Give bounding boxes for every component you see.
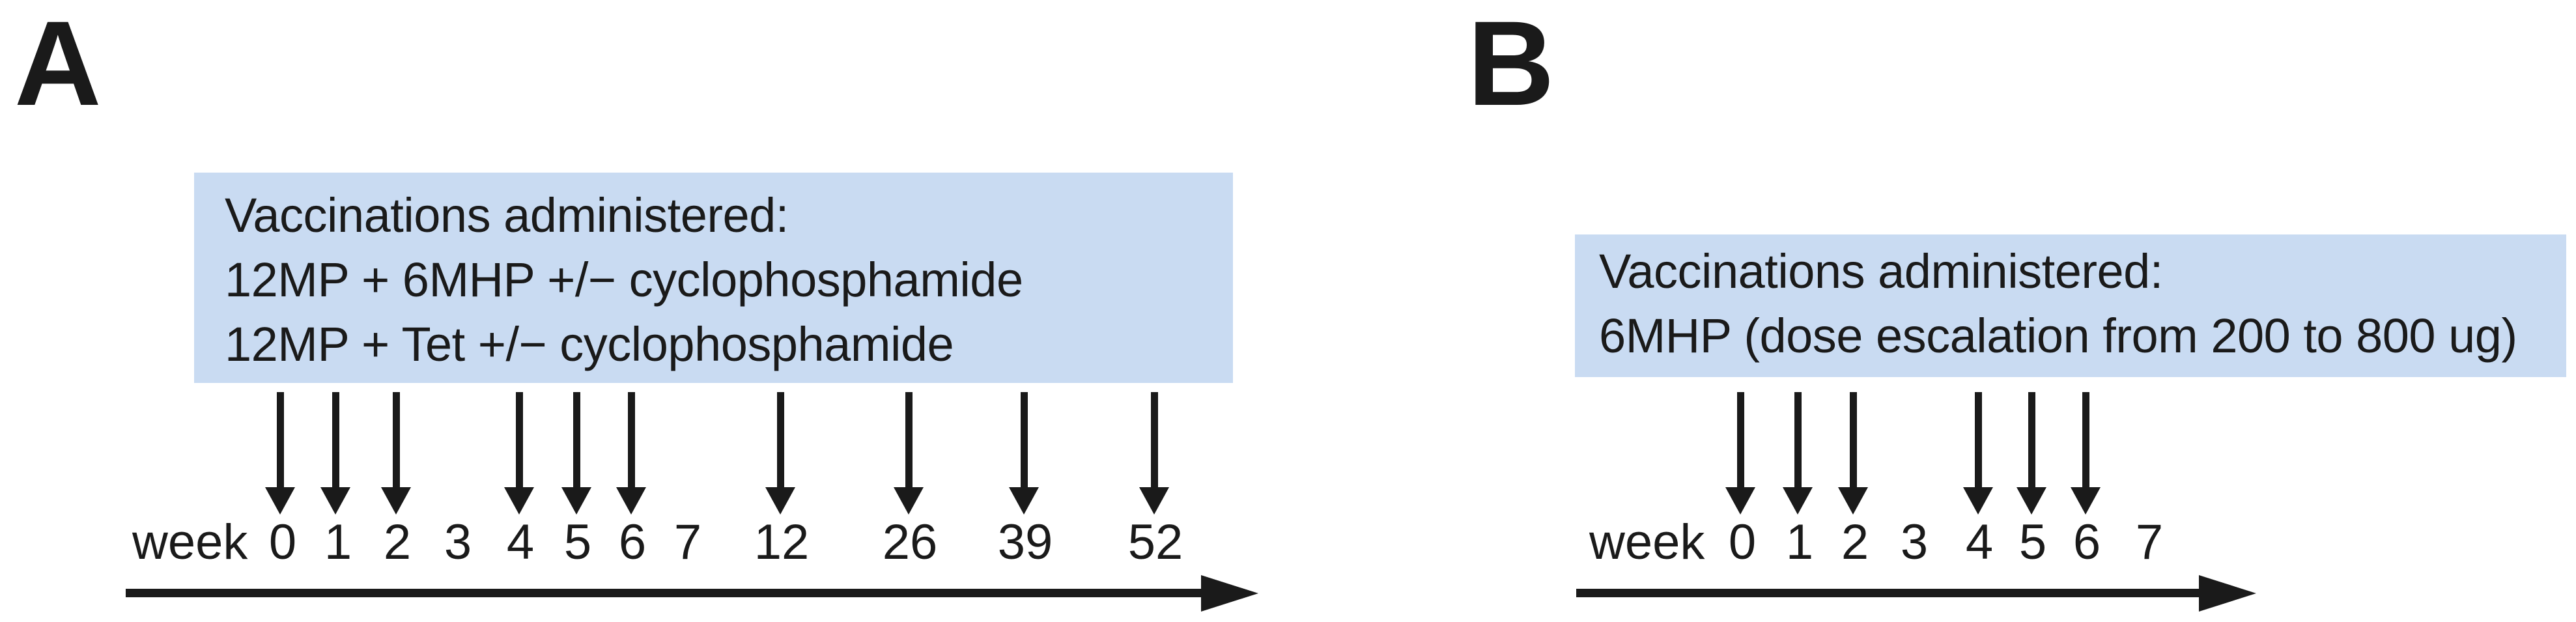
panel-b-box-text: Vaccinations administered: 6MHP (dose es…: [1599, 239, 2517, 368]
panel-a-box-line-1: Vaccinations administered:: [225, 188, 789, 242]
panel-a-week-tick-6: 6: [618, 515, 647, 570]
arrow-stem: [2082, 392, 2089, 488]
panel-a-week-tick-1: 1: [324, 515, 352, 570]
panel-a-box-line-3: 12MP + Tet +/− cyclophosphamide: [225, 317, 954, 371]
panel-a-week-tick-52: 52: [1127, 515, 1183, 570]
arrow-down-icon-week-2: [381, 392, 411, 515]
arrow-head: [320, 487, 350, 515]
arrow-down-icon-b-week-5: [2017, 392, 2046, 515]
panel-b-week-tick-5: 5: [2018, 515, 2047, 570]
panel-a-box-line-2: 12MP + 6MHP +/− cyclophosphamide: [225, 253, 1023, 307]
panel-a-timeline-line: [126, 589, 1202, 597]
arrow-down-icon-week-1: [320, 392, 350, 515]
panel-a-box-text: Vaccinations administered: 12MP + 6MHP +…: [225, 183, 1023, 376]
arrow-head: [561, 487, 591, 515]
panel-a-week-axis-word: week: [132, 515, 248, 570]
panel-a-timeline-arrowhead-icon: [1201, 575, 1258, 612]
arrow-stem: [2028, 392, 2035, 488]
arrow-down-icon-b-week-4: [1963, 392, 1993, 515]
panel-b-week-axis-word: week: [1589, 515, 1705, 570]
panel-b-week-tick-3: 3: [1900, 515, 1929, 570]
panel-a-vaccination-box: Vaccinations administered: 12MP + 6MHP +…: [194, 173, 1233, 383]
arrow-stem: [515, 392, 523, 488]
panel-b-week-tick-6: 6: [2073, 515, 2101, 570]
panel-a-week-tick-5: 5: [563, 515, 592, 570]
arrow-stem: [1736, 392, 1744, 488]
arrow-head: [1009, 487, 1039, 515]
panel-b-week-tick-0: 0: [1728, 515, 1757, 570]
panel-b-vaccination-box: Vaccinations administered: 6MHP (dose es…: [1575, 234, 2566, 377]
arrow-stem: [1849, 392, 1857, 488]
arrow-head: [504, 487, 534, 515]
arrow-stem: [392, 392, 400, 488]
arrow-down-icon-b-week-6: [2071, 392, 2101, 515]
panel-a-week-tick-3: 3: [444, 515, 472, 570]
panel-b-week-tick-2: 2: [1841, 515, 1869, 570]
panel-b-box-line-1: Vaccinations administered:: [1599, 244, 2163, 298]
panel-b-box-line-2: 6MHP (dose escalation from 200 to 800 ug…: [1599, 309, 2517, 363]
arrow-stem: [1794, 392, 1802, 488]
arrow-down-icon-week-4: [504, 392, 534, 515]
arrow-head: [1139, 487, 1169, 515]
panel-a-week-tick-39: 39: [997, 515, 1053, 570]
arrow-stem: [276, 392, 284, 488]
panel-b-timeline-line: [1576, 589, 2200, 597]
arrow-head: [616, 487, 646, 515]
arrow-head: [1838, 487, 1868, 515]
panel-a-week-tick-4: 4: [506, 515, 535, 570]
panel-b-week-tick-1: 1: [1785, 515, 1814, 570]
arrow-head: [1963, 487, 1993, 515]
arrow-stem: [627, 392, 635, 488]
arrow-down-icon-b-week-2: [1838, 392, 1868, 515]
arrow-down-icon-week-0: [265, 392, 295, 515]
arrow-stem: [905, 392, 913, 488]
arrow-down-icon-week-5: [561, 392, 591, 515]
panel-a-week-tick-12: 12: [754, 515, 810, 570]
panel-a-week-tick-2: 2: [383, 515, 412, 570]
arrow-down-icon-week-39: [1009, 392, 1039, 515]
arrow-head: [894, 487, 924, 515]
panel-b-label: B: [1467, 0, 1555, 131]
panel-b-week-tick-4: 4: [1965, 515, 1994, 570]
panel-a-week-tick-7: 7: [673, 515, 702, 570]
arrow-stem: [1974, 392, 1982, 488]
arrow-down-icon-week-6: [616, 392, 646, 515]
arrow-head: [765, 487, 795, 515]
panel-b-week-tick-7: 7: [2135, 515, 2164, 570]
arrow-down-icon-week-26: [894, 392, 924, 515]
arrow-head: [1783, 487, 1813, 515]
arrow-head: [1725, 487, 1755, 515]
arrow-stem: [332, 392, 339, 488]
panel-a-label: A: [14, 0, 102, 131]
panel-a-week-tick-26: 26: [882, 515, 938, 570]
arrow-head: [2017, 487, 2046, 515]
arrow-down-icon-b-week-1: [1783, 392, 1813, 515]
panel-a-week-tick-0: 0: [268, 515, 297, 570]
arrow-down-icon-b-week-0: [1725, 392, 1755, 515]
arrow-down-icon-week-12: [765, 392, 795, 515]
arrow-head: [2071, 487, 2101, 515]
arrow-stem: [573, 392, 580, 488]
arrow-down-icon-week-52: [1139, 392, 1169, 515]
arrow-head: [265, 487, 295, 515]
arrow-stem: [1020, 392, 1028, 488]
arrow-stem: [1150, 392, 1158, 488]
panel-b-timeline-arrowhead-icon: [2199, 575, 2256, 612]
arrow-stem: [776, 392, 784, 488]
arrow-head: [381, 487, 411, 515]
